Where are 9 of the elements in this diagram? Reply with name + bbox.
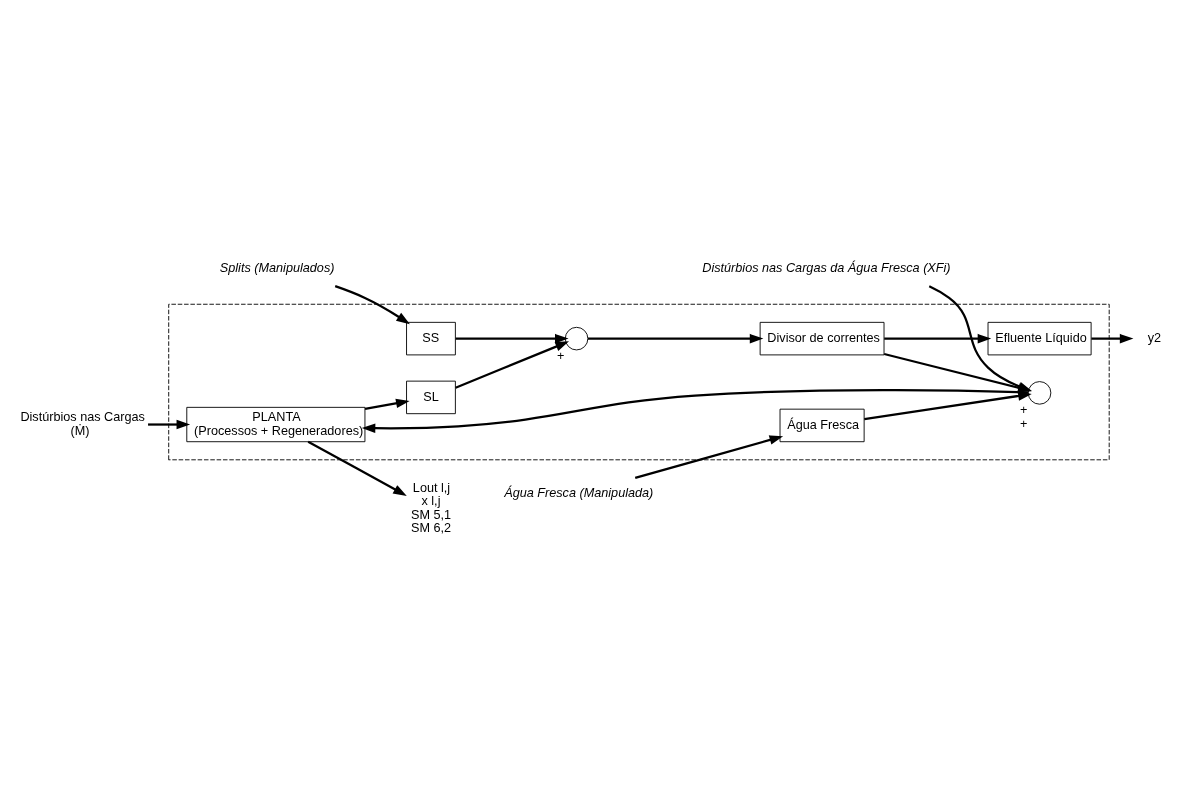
node-text: y2 <box>1147 330 1162 345</box>
node-text: Lout l,j x l,j SM 5,1 SM 6,2 <box>411 480 452 535</box>
node-text: Distúrbios nas Cargas (Ṁ) <box>20 409 145 438</box>
node-label: + <box>1020 416 1028 431</box>
node-label: + <box>1020 402 1028 417</box>
node-text: Água Fresca (Manipulada) <box>504 485 654 500</box>
node-text: Distúrbios nas Cargas da Água Fresca (XFi) <box>702 260 951 275</box>
node-label: + <box>557 348 565 363</box>
node-text: Splits (Manipulados) <box>219 260 335 275</box>
